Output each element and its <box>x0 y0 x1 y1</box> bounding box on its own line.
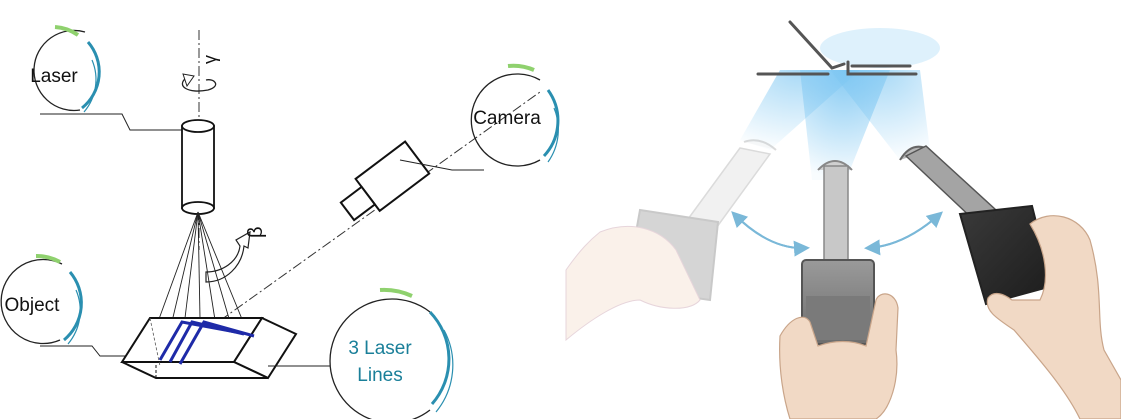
camera-leader-line <box>399 159 484 171</box>
scanner-right <box>899 145 1121 419</box>
laser-lines-label-1: 3 Laser <box>348 338 412 359</box>
laser-cylinder <box>181 119 215 215</box>
motion-arrow-left <box>733 213 810 257</box>
laser-leader-line <box>40 113 182 131</box>
laser-label: Laser <box>30 66 78 87</box>
gamma-rotation-arrow <box>181 77 217 92</box>
scanner-center <box>779 160 899 419</box>
light-beams <box>740 28 940 180</box>
camera-label-badge: Camera <box>470 63 560 167</box>
camera-axis <box>175 91 541 353</box>
laser-lines-label-badge: 3 Laser Lines <box>329 287 454 419</box>
bent-sheet-object <box>756 20 918 76</box>
object-leader-line <box>40 345 128 357</box>
laser-label-badge: Laser <box>30 25 101 113</box>
gamma-symbol: γ <box>200 55 220 64</box>
motion-arrow-right <box>867 211 943 249</box>
projected-laser-lines <box>158 320 255 365</box>
scanner-left-faded <box>565 139 777 342</box>
laser-fan <box>154 211 245 331</box>
camera-body <box>339 140 431 222</box>
laser-lines-label-2: Lines <box>357 365 402 386</box>
beta-symbol: β <box>245 226 267 238</box>
object-label: Object <box>5 295 61 316</box>
beta-rotation-arrow <box>205 230 251 283</box>
object-label-badge: Object <box>0 253 83 345</box>
illustration-right <box>565 20 1121 419</box>
schematic-left: Laser γ β <box>0 25 560 419</box>
camera-label: Camera <box>473 108 541 129</box>
